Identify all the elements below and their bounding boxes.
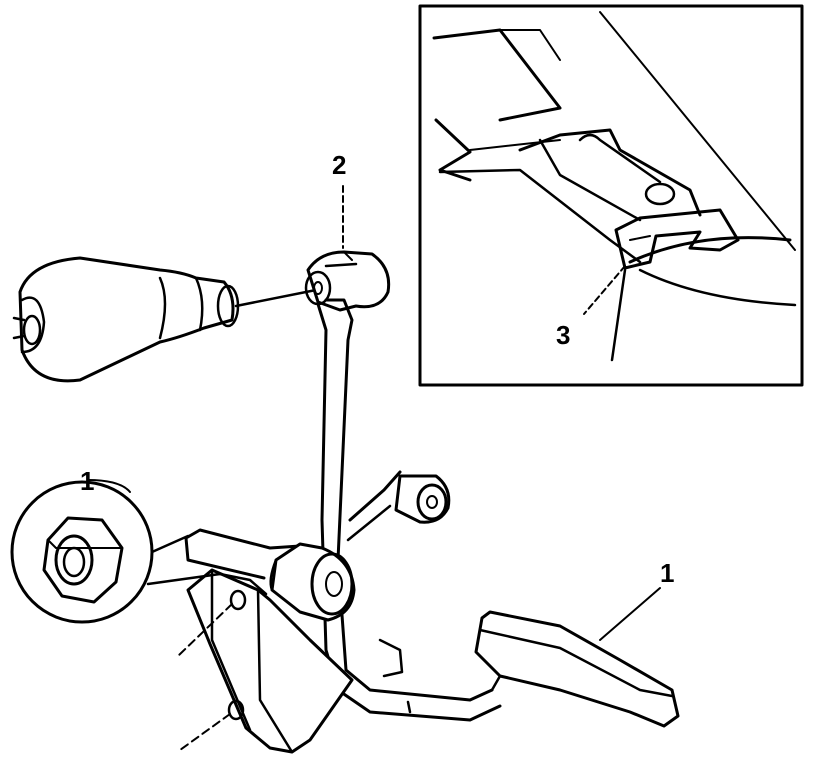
pedal-bracket [177, 528, 354, 754]
callout-nut: 1 [80, 466, 95, 496]
pedal-pad [474, 587, 680, 728]
pushrod-clevis [304, 185, 391, 312]
inset-detail-view [418, 4, 804, 387]
pivot-bushing-upper [394, 474, 451, 524]
callout-clevis: 2 [332, 150, 347, 180]
pivot-bushing-main [269, 542, 356, 622]
callout-pedal: 1 [660, 558, 675, 588]
nut-detail-view [10, 479, 222, 624]
booster-pushrod [12, 256, 318, 383]
callout-switch: 3 [556, 320, 571, 350]
